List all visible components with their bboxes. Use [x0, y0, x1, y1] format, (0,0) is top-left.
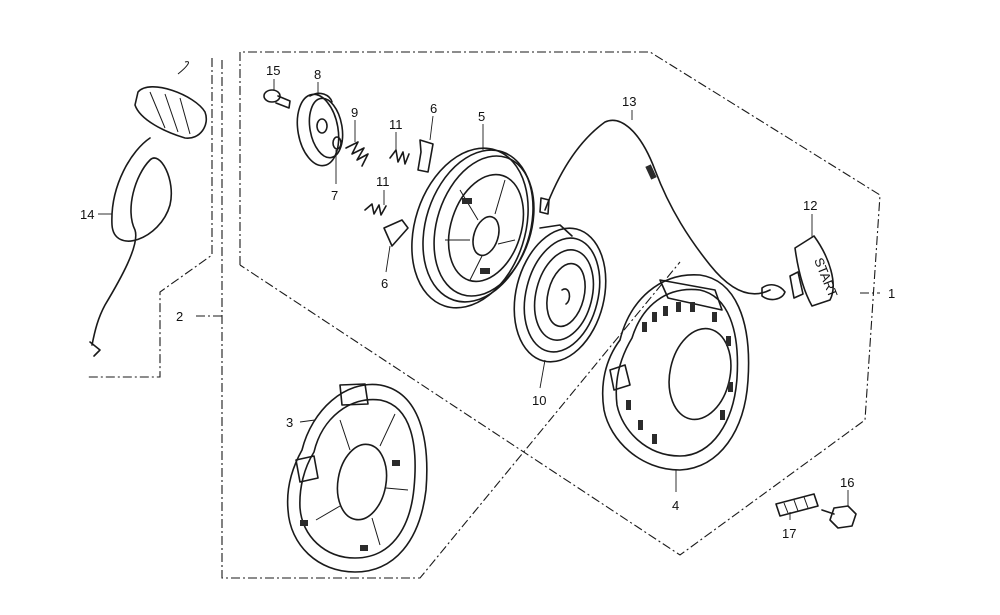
part-label-2: 2: [176, 309, 183, 324]
spacer-part-17: [775, 493, 819, 517]
part-label-7: 7: [331, 188, 338, 203]
part-label-17: 17: [782, 526, 796, 541]
start-handle-text: START: [811, 256, 840, 300]
ratchet-part-8: [296, 92, 344, 167]
part-label-3: 3: [286, 415, 293, 430]
part-label-14: 14: [80, 207, 94, 222]
starter-grip-rope-part-14: [89, 61, 207, 357]
return-spring-upper-part-11: [389, 149, 410, 165]
bolt-part-15: [263, 89, 291, 109]
pawl-upper-part-6: [417, 139, 434, 173]
starter-rope-part-13: [539, 119, 771, 295]
part-label-15: 15: [266, 63, 280, 78]
reel-pulley-part-5: [411, 147, 535, 309]
part-label-16: 16: [840, 475, 854, 490]
starter-case-part-3: [286, 383, 428, 573]
washer-part-7: [332, 136, 342, 150]
part-label-5: 5: [478, 109, 485, 124]
leader-lines: [98, 79, 849, 520]
part-label-13: 13: [622, 94, 636, 109]
part-label-9: 9: [351, 105, 358, 120]
part-label-8: 8: [314, 67, 321, 82]
pawl-lower-part-6: [383, 219, 409, 247]
part-number-labels: 1 2 3 4 5 6 6 7 8 9 10 11 11 12 13 14 15…: [80, 63, 895, 541]
part-label-4: 4: [672, 498, 679, 513]
part-label-6-upper: 6: [430, 101, 437, 116]
assembly-frame-2: [196, 60, 681, 579]
fan-cover-part-4: [601, 274, 750, 471]
part-label-12: 12: [803, 198, 817, 213]
part-label-6-lower: 6: [381, 276, 388, 291]
part-label-11-upper: 11: [389, 117, 403, 132]
return-spring-lower-part-11: [364, 203, 387, 216]
part-label-11-lower: 11: [376, 174, 390, 189]
flange-bolt-part-16: [821, 505, 857, 529]
part-label-10: 10: [532, 393, 546, 408]
assembly-frame-14: [88, 58, 213, 378]
recoil-spring-part-10: [513, 224, 607, 363]
part-label-1: 1: [888, 286, 895, 301]
rope-knot: [761, 283, 786, 301]
assembly-frame-1: [239, 51, 881, 556]
spring-part-9: [345, 141, 369, 167]
starter-handle-part-12: START: [789, 235, 841, 307]
